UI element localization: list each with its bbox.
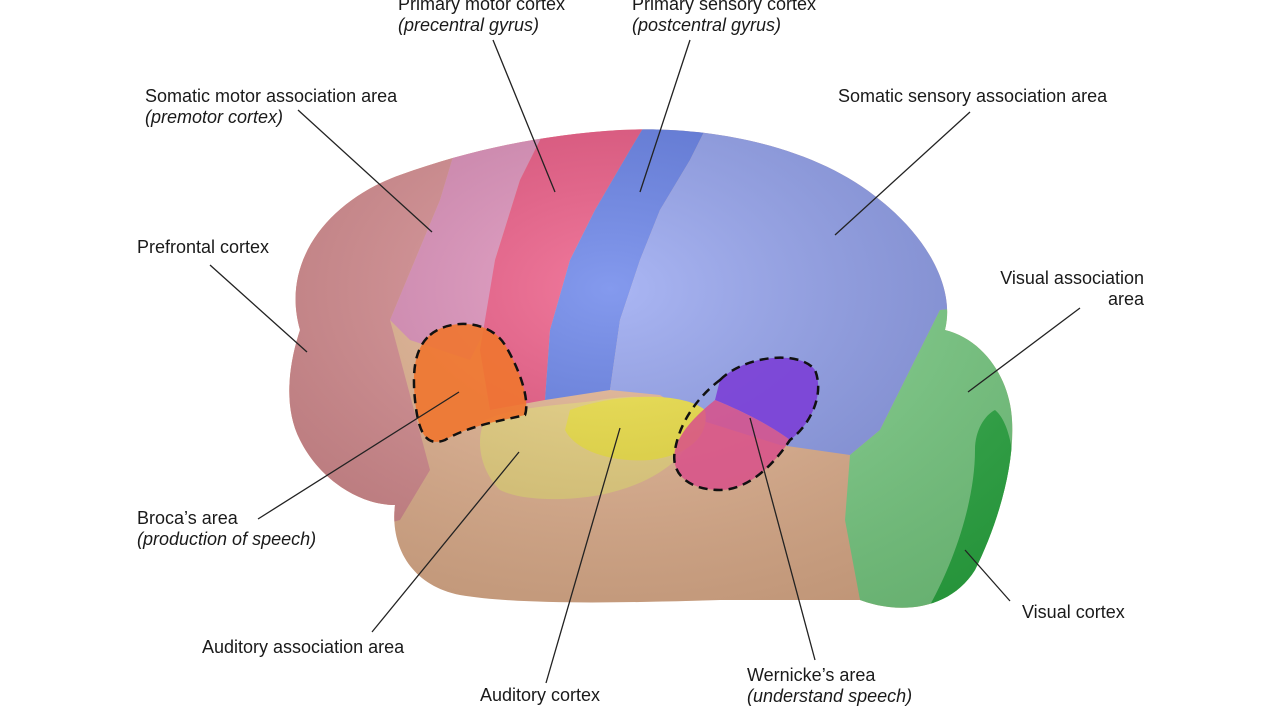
auditory-cortex-title: Auditory cortex [480, 685, 601, 705]
visual-cortex-title: Visual cortex [1022, 602, 1125, 622]
somatic-motor-association-subtitle: (premotor cortex) [145, 107, 284, 127]
label-primary-sensory: Primary sensory cortex (postcentral gyru… [632, 0, 816, 36]
primary-sensory-title: Primary sensory cortex [632, 0, 817, 14]
wernicke-area [672, 356, 820, 492]
label-auditory-cortex: Auditory cortex [480, 685, 600, 706]
lighting-overlay [289, 129, 1013, 608]
label-prefrontal: Prefrontal cortex [137, 237, 269, 258]
wernicke-area-top-fill [715, 357, 819, 440]
leader-somatic-motor [297, 109, 433, 233]
broca-area-fill [413, 323, 527, 442]
wernicke-area-outline [672, 356, 820, 492]
leader-visual-cortex [964, 549, 1011, 602]
leader-primary-sensory [639, 39, 691, 193]
somatic-motor-association-title: Somatic motor association area [145, 86, 398, 106]
broca-area-outline [412, 322, 528, 443]
label-wernicke: Wernicke’s area (understand speech) [747, 665, 912, 707]
wernicke-title: Wernicke’s area [747, 665, 876, 685]
primary-sensory-subtitle: (postcentral gyrus) [632, 15, 782, 35]
somatic-sensory-association-title: Somatic sensory association area [838, 86, 1108, 106]
leader-somatic-sensory [834, 111, 971, 236]
broca-area [412, 322, 528, 443]
leader-lines [209, 39, 1081, 684]
cerebrum [289, 129, 1013, 608]
leader-prefrontal [209, 264, 308, 353]
leader-broca [257, 391, 460, 520]
label-primary-motor: Primary motor cortex (precentral gyrus) [398, 0, 565, 36]
label-broca: Broca’s area (production of speech) [137, 508, 316, 550]
wernicke-area-bottom-fill [674, 400, 790, 490]
primary-motor-subtitle: (precentral gyrus) [398, 15, 540, 35]
leader-primary-motor [492, 39, 556, 193]
label-visual-cortex: Visual cortex [1022, 602, 1125, 623]
leader-visual-association [967, 307, 1081, 393]
auditory-association-title: Auditory association area [202, 637, 405, 657]
leader-auditory-cortex [545, 427, 621, 684]
leader-wernicke [749, 417, 816, 661]
broca-subtitle: (production of speech) [137, 529, 317, 549]
label-auditory-association: Auditory association area [202, 637, 404, 658]
label-visual-association: Visual association area [960, 268, 1144, 310]
visual-association-line2: area [1107, 289, 1144, 309]
label-somatic-motor-association: Somatic motor association area (premotor… [145, 86, 397, 128]
prefrontal-title: Prefrontal cortex [137, 237, 270, 257]
visual-association-line1: Visual association [1000, 268, 1144, 288]
broca-title: Broca’s area [137, 508, 238, 528]
label-somatic-sensory-association: Somatic sensory association area [838, 86, 1107, 107]
wernicke-subtitle: (understand speech) [747, 686, 913, 706]
leader-auditory-association [371, 451, 520, 633]
primary-motor-title: Primary motor cortex [398, 0, 566, 14]
